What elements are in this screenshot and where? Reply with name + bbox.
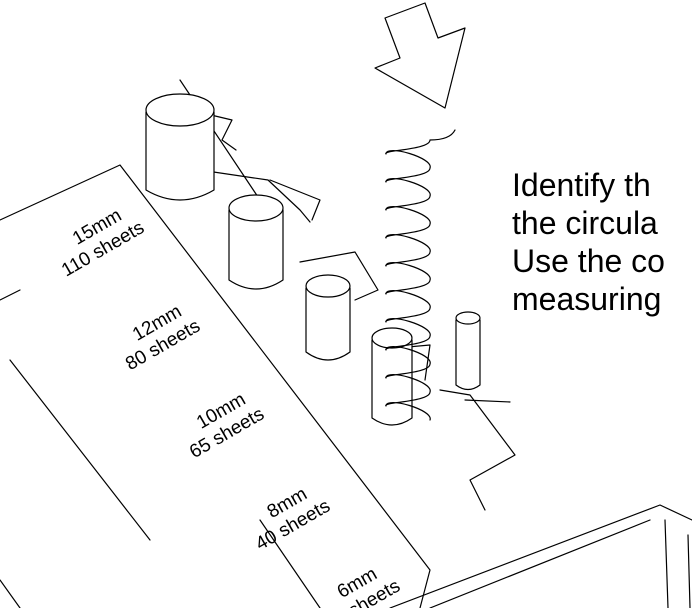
size-label-15mm: 15mm 110 sheets — [58, 205, 148, 281]
size-label-10mm: 10mm 65 sheets — [186, 389, 268, 463]
instruction-text: Identify th the circula Use the co measu… — [512, 167, 665, 317]
size-label-12mm: 12mm 80 sheets — [122, 301, 204, 375]
gauge-post-12mm — [228, 194, 284, 290]
instruction-line: Use the co — [512, 243, 665, 279]
instruction-line: measuring — [512, 281, 661, 317]
instruction-line: the circula — [512, 205, 658, 241]
coil-spring — [385, 129, 456, 421]
size-label-6mm: 6mm 25 sheets — [322, 564, 404, 608]
down-arrow-icon — [374, 2, 466, 109]
step-platforms — [189, 109, 516, 511]
instruction-line: Identify th — [512, 167, 651, 203]
size-label-8mm: 8mm 40 sheets — [252, 484, 334, 555]
gauge-post-6mm — [455, 311, 481, 391]
gauge-post-10mm — [305, 274, 351, 361]
gauge-post-15mm — [145, 93, 215, 201]
